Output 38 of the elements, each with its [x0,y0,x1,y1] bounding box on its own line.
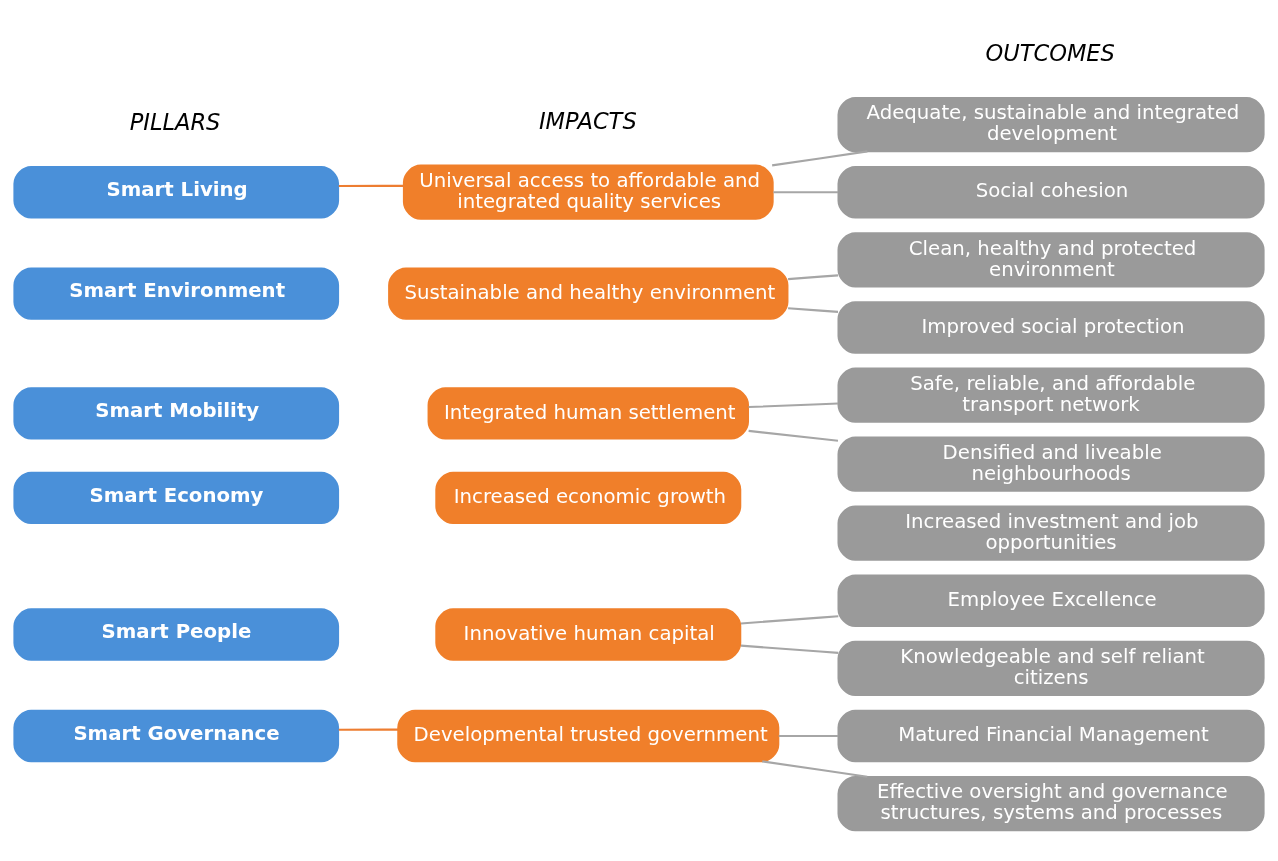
node-box: Smart Governance [13,709,340,762]
node-box: Integrated human settlement [427,386,749,440]
label: OUTCOMES [985,39,1115,66]
node-box: Universal access to affordable and integrated quality services [402,164,774,220]
label: IMPACTS [538,107,637,134]
node-box: Matured Financial Management [837,709,1265,762]
connector [748,401,839,408]
node-box: Adequate, sustainable and integrated development [837,96,1265,152]
label: PILLARS [129,108,221,135]
connector [740,644,839,654]
node-box: Improved social protection [837,300,1265,354]
node-box: Smart Environment [13,266,340,320]
connector [788,306,839,313]
connector [748,429,839,442]
node-box: Developmental trusted government [397,709,780,762]
node-box: Sustainable and healthy environment [388,266,789,320]
connector [740,614,839,624]
connector [778,734,839,737]
connector [772,149,868,166]
node-box: Densified and liveable neighbourhoods [837,436,1265,492]
node-box: Social cohesion [837,165,1265,218]
node-box: Smart People [13,607,340,661]
node-box: Smart Living [13,165,340,218]
connector [338,728,399,731]
node-box: Effective oversight and governance structures, systems and processes [837,775,1265,831]
node-box: Smart Mobility [13,386,340,440]
node-box: Clean, healthy and protected environment [837,231,1265,287]
node-box: Increased economic growth [435,471,742,524]
node-box: Safe, reliable, and affordable transport network [837,366,1265,423]
node-box: Increased investment and job opportunities [837,505,1265,561]
node-box: Knowledgeable and self reliant citizens [837,640,1265,696]
connector [773,190,839,193]
node-box: Employee Excellence [837,574,1265,627]
node-box: Innovative human capital [435,607,742,661]
node-box: Smart Economy [13,471,340,524]
connector [788,273,839,280]
connector [762,759,868,778]
connector [338,184,404,187]
